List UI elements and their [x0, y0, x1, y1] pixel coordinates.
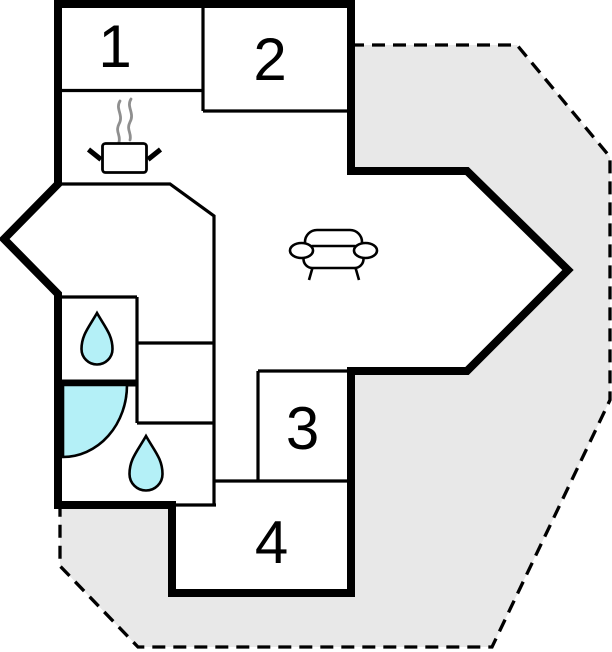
stove-pot-icon	[86, 142, 163, 174]
water-drop-icon	[128, 433, 164, 492]
terrace-dashed-boundary	[58, 43, 612, 649]
terrace-fill	[60, 45, 610, 647]
room-3-label: 3	[286, 395, 319, 462]
terrace-area	[58, 43, 612, 649]
shower-quarter-circle-icon	[61, 383, 129, 459]
room-1-label: 1	[98, 13, 131, 80]
room-4-label: 4	[255, 509, 288, 576]
house-outer-wall	[0, 0, 574, 597]
interior-walls	[58, 4, 351, 507]
sofa-icon	[288, 228, 379, 281]
room-2-label: 2	[253, 26, 286, 93]
water-drop-icon	[80, 310, 114, 366]
steam-icon	[116, 97, 133, 144]
